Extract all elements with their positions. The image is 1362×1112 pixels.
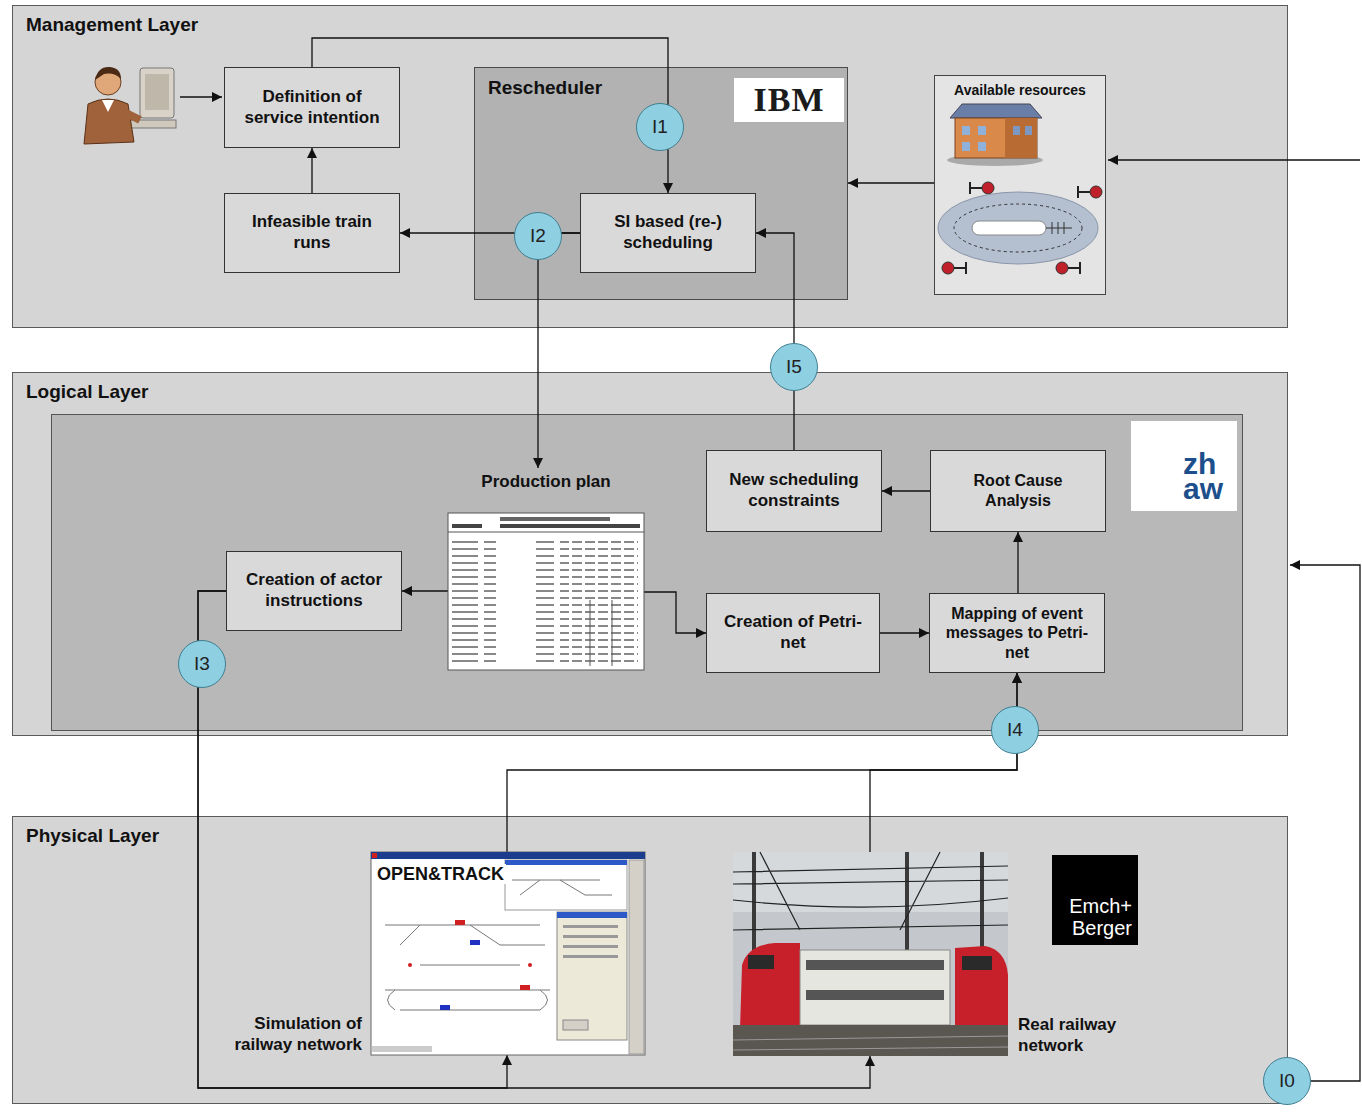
logo: zh aw	[1131, 421, 1237, 511]
box-label: New scheduling constraints	[715, 470, 873, 511]
group-title: Production plan	[481, 472, 610, 492]
process-box: Definition of service intention	[224, 67, 400, 148]
callout-number: I4	[991, 706, 1039, 754]
callout-number: I5	[770, 343, 818, 391]
callout-number: I3	[178, 640, 226, 688]
box-label: Definition of service intention	[233, 87, 391, 128]
zhaw-logo-detail	[1131, 421, 1237, 511]
process-box: Root Cause Analysis	[930, 450, 1106, 532]
process-box: Infeasible train runs	[224, 193, 400, 273]
box-label: Mapping of event messages to Petri-net	[938, 604, 1096, 663]
zhaw-logo-detail	[1131, 421, 1237, 511]
product-logo: OPEN&TRACK	[375, 864, 506, 884]
layer-title: Physical Layer	[26, 825, 159, 847]
group-title: Available resources	[939, 82, 1101, 98]
plan-document: Production plan	[448, 468, 644, 670]
box-label: Creation of Petri-net	[715, 612, 871, 653]
process-box: Mapping of event messages to Petri-net	[929, 593, 1105, 673]
box-label: Root Cause Analysis	[939, 471, 1097, 510]
callout-number: I0	[1263, 1057, 1311, 1105]
callout-number: I2	[514, 212, 562, 260]
group-title: Rescheduler	[488, 77, 602, 99]
logo: Emch+ Berger	[1052, 855, 1138, 945]
layer-band: Management LayerDefinition of service in…	[12, 5, 1288, 328]
box-label: SI based (re-) scheduling	[589, 212, 747, 253]
external-wire	[1290, 565, 1360, 1081]
callout-number: I1	[636, 103, 684, 151]
box-label: Simulation of railway network	[218, 1013, 362, 1056]
process-box: SI based (re-) scheduling	[580, 193, 756, 273]
resource-panel: Available resources	[934, 75, 1106, 295]
logo: IBM	[734, 78, 844, 122]
process-box: Creation of Petri-net	[706, 593, 880, 673]
process-box: Creation of actor instructions	[226, 551, 402, 631]
layer-title: Management Layer	[26, 14, 198, 36]
box-label: Real railway network	[1018, 1014, 1130, 1057]
layer-title: Logical Layer	[26, 381, 149, 403]
box-label: Infeasible train runs	[233, 212, 391, 253]
process-box: New scheduling constraints	[706, 450, 882, 532]
box-label: Creation of actor instructions	[235, 570, 393, 611]
